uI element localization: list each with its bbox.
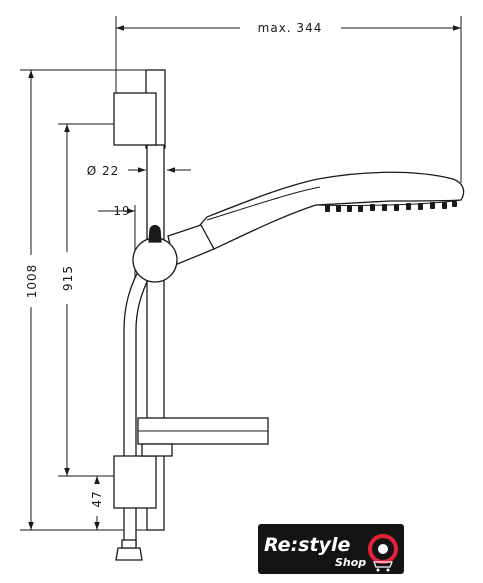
slider-knob <box>148 224 162 243</box>
hose-connector <box>115 547 143 561</box>
bar-height-label: 915 <box>61 265 75 291</box>
logo-cart-wheel-right <box>386 568 390 572</box>
slider-ball <box>132 237 178 283</box>
restyle-shop-logo: Re:style Shop <box>258 524 404 574</box>
logo-background <box>258 524 404 574</box>
handshower-handle-line <box>206 186 321 221</box>
offset-label: 19 <box>113 204 130 218</box>
logo-main-text: Re:style <box>264 534 350 556</box>
hose-connector-collar <box>121 539 137 549</box>
top-wall-bracket <box>113 92 157 146</box>
logo-at-center <box>378 544 388 554</box>
total-height-label: 1008 <box>25 264 39 299</box>
handshower-body <box>199 171 465 250</box>
spray-nozzles <box>325 201 457 212</box>
max-width-label: max. 344 <box>258 21 323 35</box>
bottom-wall-bracket <box>113 455 157 509</box>
logo-cart-icon <box>373 561 393 568</box>
logo-sub-text: Shop <box>335 556 366 569</box>
logo-cart-wheel-left <box>376 568 380 572</box>
max-width-label-bg <box>241 19 340 37</box>
diameter-label: Ø 22 <box>87 164 120 178</box>
dimension-lines <box>20 16 462 531</box>
soap-dish-bracket <box>141 443 173 457</box>
shower-set <box>113 69 465 561</box>
bottom-offset-label: 47 <box>90 490 104 507</box>
